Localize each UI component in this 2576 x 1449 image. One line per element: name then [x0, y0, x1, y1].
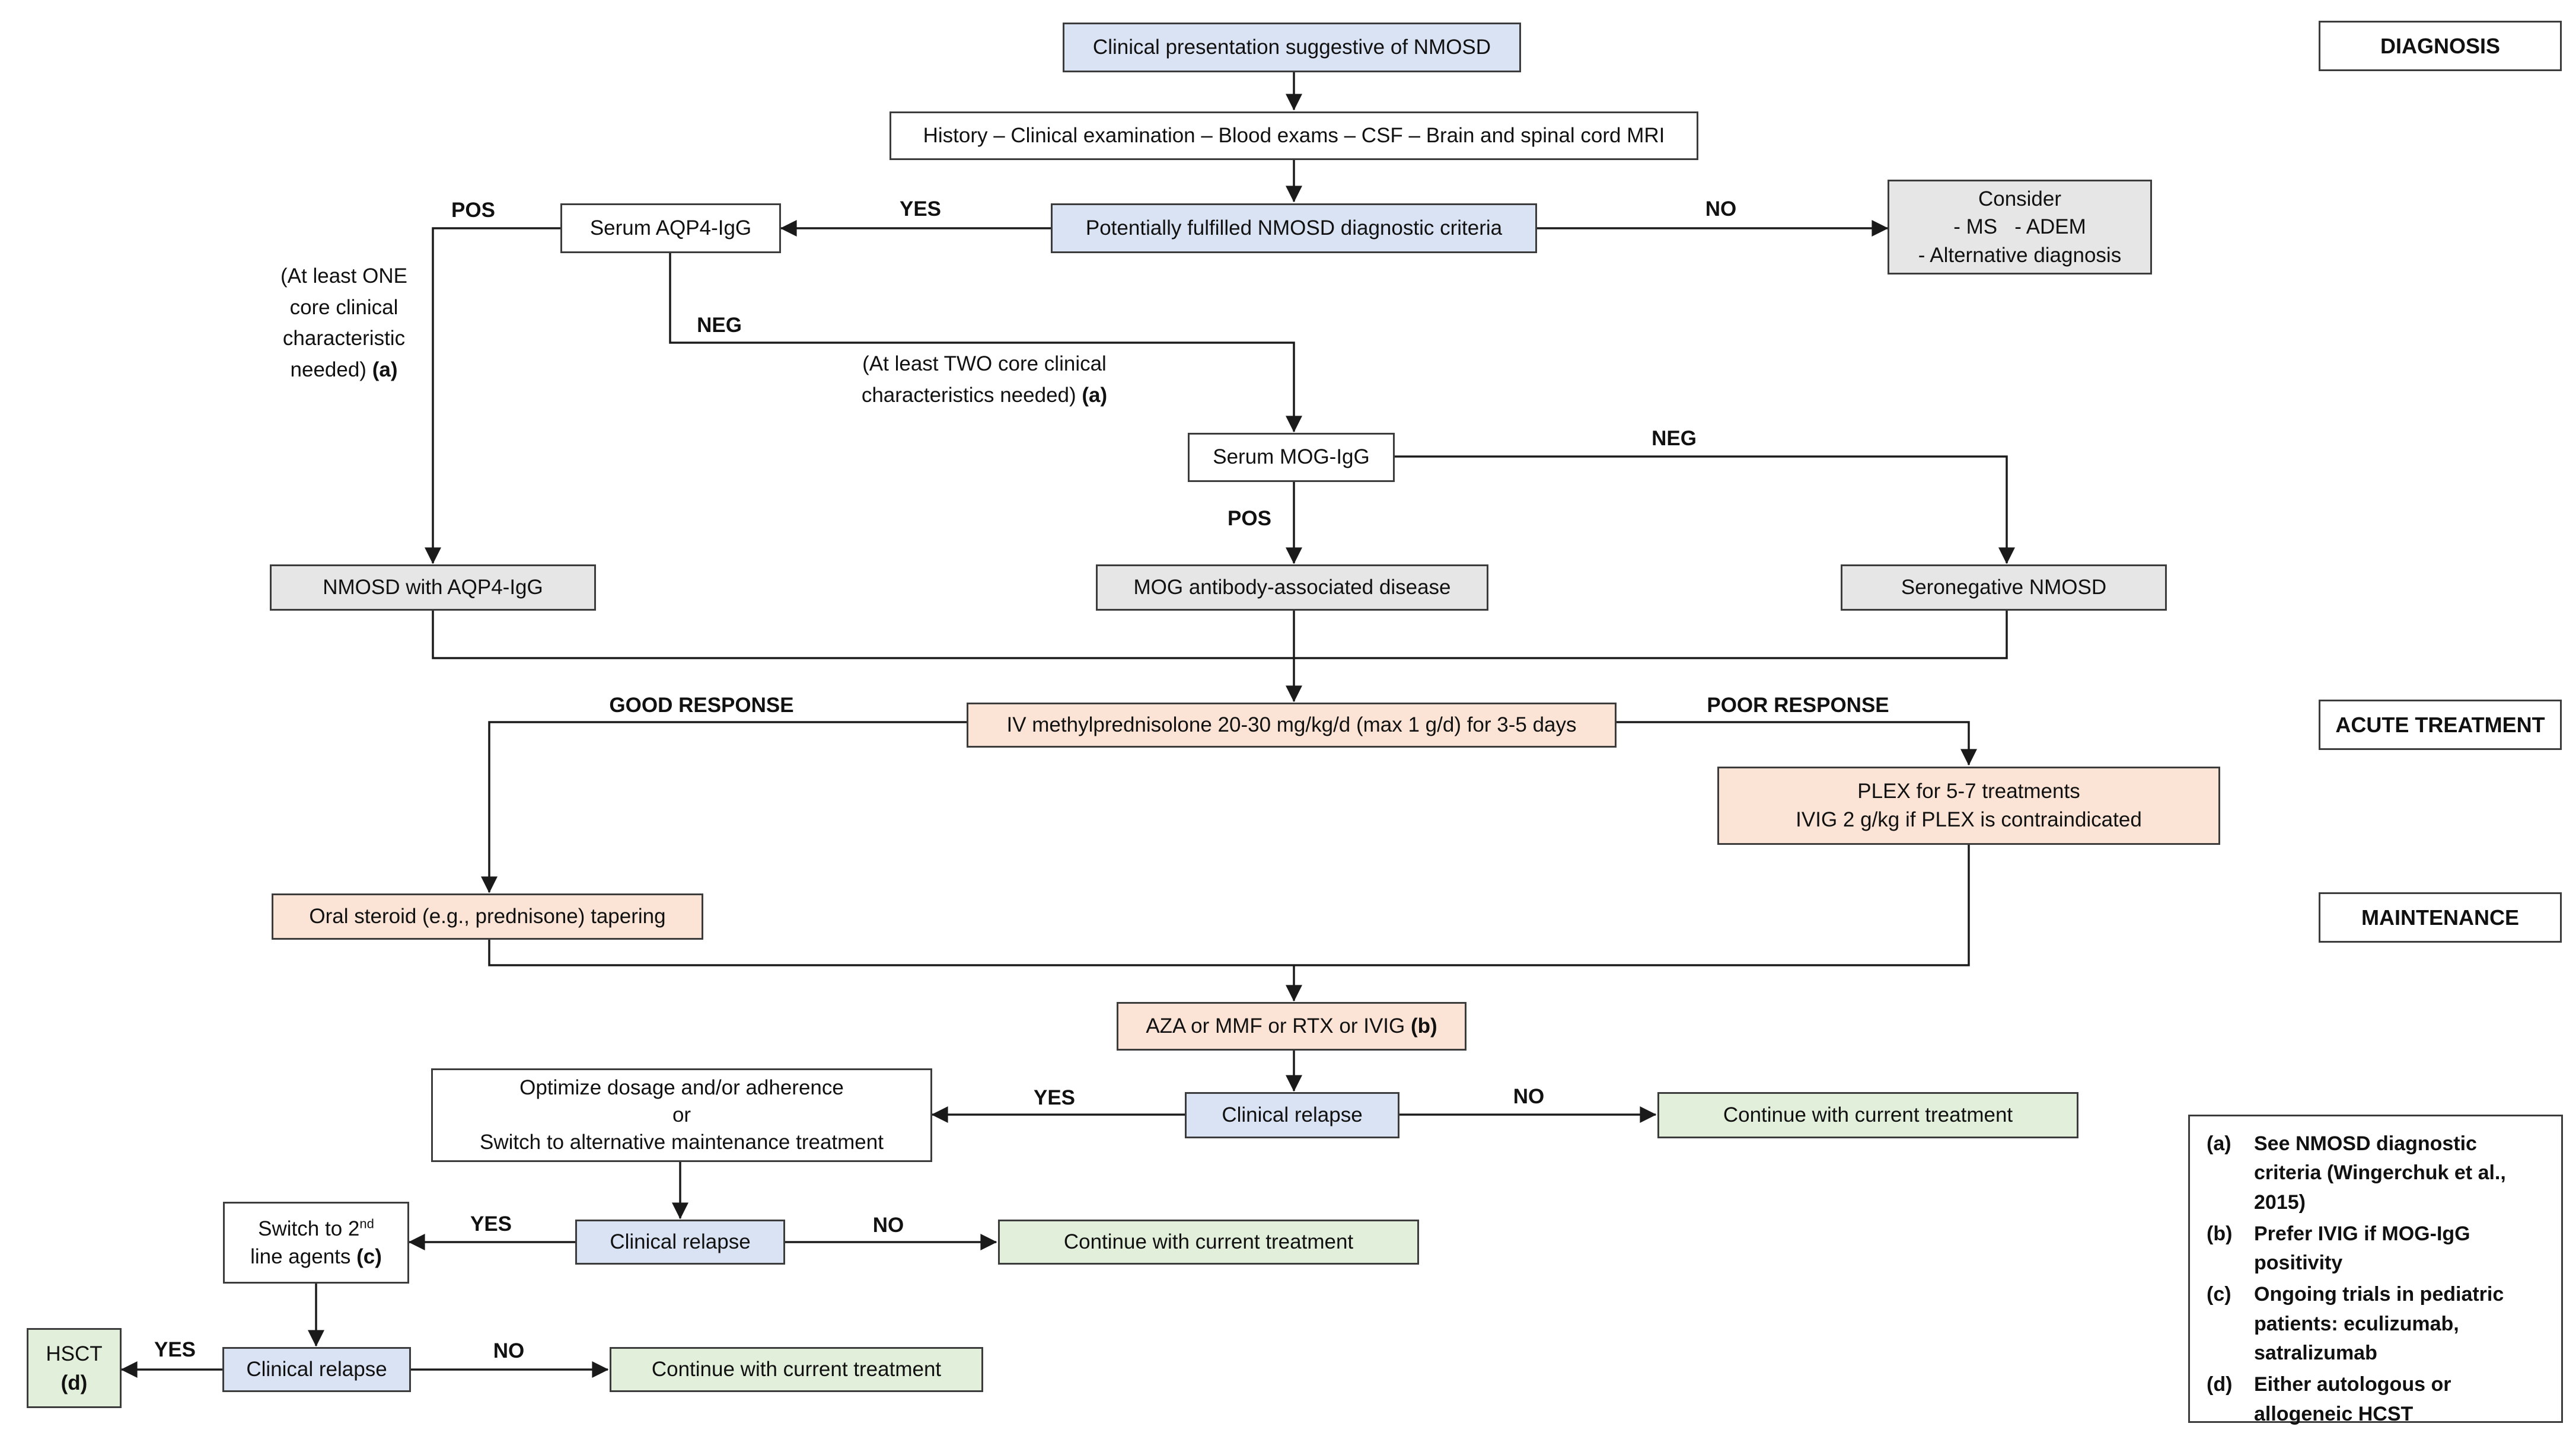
- edge-merge-diagnoses: [432, 611, 2008, 659]
- two-core-l1: (At least TWO core clinical: [862, 352, 1107, 375]
- edge-good-response: [481, 721, 967, 893]
- edge-mog-neg: [1395, 455, 2015, 564]
- hsct-label: HSCT: [46, 1342, 103, 1365]
- switch-line1: Switch to 2: [258, 1217, 360, 1240]
- node-clinical-relapse-1: Clinical relapse: [1185, 1092, 1399, 1138]
- first-line-ref: (b): [1410, 1014, 1437, 1038]
- label-yes-criteria: YES: [899, 197, 942, 221]
- node-iv-methylprednisolone: IV methylprednisolone 20-30 mg/kg/d (max…: [967, 703, 1617, 748]
- label-yes-relapse3: YES: [154, 1338, 196, 1361]
- optimize-line3: Switch to alternative maintenance treatm…: [480, 1131, 884, 1154]
- legend-text: Ongoing trials in pediatric patients: ec…: [2254, 1283, 2504, 1365]
- label-yes-relapse1: YES: [1033, 1086, 1076, 1109]
- node-hsct: HSCT (d): [27, 1328, 122, 1408]
- node-plex: PLEX for 5-7 treatments IVIG 2 g/kg if P…: [1717, 767, 2220, 845]
- consider-line2: - Alternative diagnosis: [1918, 243, 2122, 267]
- node-nmosd-aqp4: NMOSD with AQP4-IgG: [270, 564, 596, 611]
- node-clinical-presentation: Clinical presentation suggestive of NMOS…: [1063, 23, 1521, 72]
- legend-key: (a): [2207, 1132, 2231, 1155]
- node-continue-treatment-3: Continue with current treatment: [610, 1347, 983, 1392]
- edge-poor-response: [1617, 721, 1977, 766]
- node-mogad: MOG antibody-associated disease: [1096, 564, 1488, 611]
- label-pos-mog: POS: [1228, 507, 1271, 530]
- node-clinical-relapse-3: Clinical relapse: [222, 1347, 411, 1392]
- legend-item: (a) See NMOSD diagnostic criteria (Winge…: [2207, 1129, 2547, 1217]
- one-core-l3: characteristic: [282, 327, 406, 350]
- switch-line1-sup: nd: [359, 1216, 374, 1231]
- node-oral-steroid: Oral steroid (e.g., prednisone) tapering: [272, 893, 703, 940]
- edge-aqp4-neg: [669, 253, 1302, 433]
- node-consider-alternatives: Consider - MS - ADEM - Alternative diagn…: [1888, 180, 2152, 275]
- annotation-one-core-characteristic: (At least ONE core clinical characterist…: [261, 261, 427, 385]
- label-no-relapse2: NO: [872, 1214, 904, 1237]
- one-core-ref: (a): [372, 358, 398, 381]
- annotation-two-core-characteristics: (At least TWO core clinical characterist…: [818, 349, 1150, 411]
- one-core-l4: needed): [290, 358, 366, 381]
- legend-text: Either autologous or allogeneic HCST: [2254, 1373, 2451, 1425]
- node-first-line-agents: AZA or MMF or RTX or IVIG (b): [1117, 1002, 1466, 1051]
- plex-line2: IVIG 2 g/kg if PLEX is contraindicated: [1796, 808, 2142, 831]
- legend-key: (b): [2207, 1222, 2233, 1245]
- stage-maintenance: MAINTENANCE: [2319, 892, 2562, 943]
- node-seronegative-nmosd: Seronegative NMOSD: [1841, 564, 2167, 611]
- node-serum-aqp4: Serum AQP4-IgG: [560, 203, 781, 253]
- one-core-l1: (At least ONE: [280, 264, 407, 288]
- stage-diagnosis: DIAGNOSIS: [2319, 21, 2562, 71]
- legend-key: (c): [2207, 1283, 2231, 1306]
- optimize-line1: Optimize dosage and/or adherence: [519, 1075, 844, 1099]
- label-poor-response: POOR RESPONSE: [1707, 694, 1889, 717]
- switch-ref: (c): [356, 1245, 382, 1268]
- optimize-line2: or: [672, 1103, 691, 1126]
- node-clinical-relapse-2: Clinical relapse: [575, 1220, 785, 1265]
- node-switch-second-line: Switch to 2nd line agents (c): [223, 1202, 409, 1284]
- hsct-ref: (d): [60, 1371, 88, 1394]
- label-pos-aqp4: POS: [451, 199, 495, 222]
- label-neg-mog: NEG: [1652, 427, 1697, 450]
- label-yes-relapse2: YES: [470, 1212, 512, 1236]
- two-core-ref: (a): [1082, 383, 1108, 407]
- node-continue-treatment-2: Continue with current treatment: [998, 1220, 1419, 1265]
- consider-line1: - MS - ADEM: [1953, 215, 2086, 239]
- legend-text: Prefer IVIG if MOG-IgG positivity: [2254, 1222, 2470, 1275]
- plex-line1: PLEX for 5-7 treatments: [1857, 779, 2080, 803]
- footnote-legend: (a) See NMOSD diagnostic criteria (Winge…: [2188, 1115, 2563, 1425]
- node-workup: History – Clinical examination – Blood e…: [890, 111, 1698, 160]
- node-serum-mog: Serum MOG-IgG: [1188, 433, 1395, 482]
- stage-acute-treatment: ACUTE TREATMENT: [2319, 700, 2562, 750]
- label-no-relapse3: NO: [493, 1339, 525, 1362]
- legend-item: (b) Prefer IVIG if MOG-IgG positivity: [2207, 1220, 2547, 1278]
- label-good-response: GOOD RESPONSE: [609, 694, 794, 717]
- label-no-criteria: NO: [1705, 197, 1737, 221]
- legend-item: (c) Ongoing trials in pediatric patients…: [2207, 1280, 2547, 1368]
- label-neg-aqp4: NEG: [697, 314, 742, 337]
- legend-key: (d): [2207, 1373, 2233, 1396]
- switch-line2: line agents: [250, 1245, 351, 1268]
- two-core-l2: characteristics needed): [861, 383, 1076, 407]
- consider-title: Consider: [1978, 187, 2062, 211]
- legend-text: See NMOSD diagnostic criteria (Wingerchu…: [2254, 1132, 2506, 1214]
- legend-item: (d) Either autologous or allogeneic HCST: [2207, 1370, 2547, 1429]
- node-diagnostic-criteria: Potentially fulfilled NMOSD diagnostic c…: [1051, 203, 1537, 253]
- one-core-l2: core clinical: [289, 295, 398, 319]
- first-line-text: AZA or MMF or RTX or IVIG: [1146, 1014, 1405, 1038]
- node-continue-treatment-1: Continue with current treatment: [1657, 1092, 2078, 1138]
- label-no-relapse1: NO: [1513, 1085, 1545, 1108]
- node-optimize-or-switch: Optimize dosage and/or adherence or Swit…: [431, 1068, 932, 1162]
- edge-oral-merge: [488, 845, 1970, 966]
- edge-aqp4-pos: [425, 227, 560, 564]
